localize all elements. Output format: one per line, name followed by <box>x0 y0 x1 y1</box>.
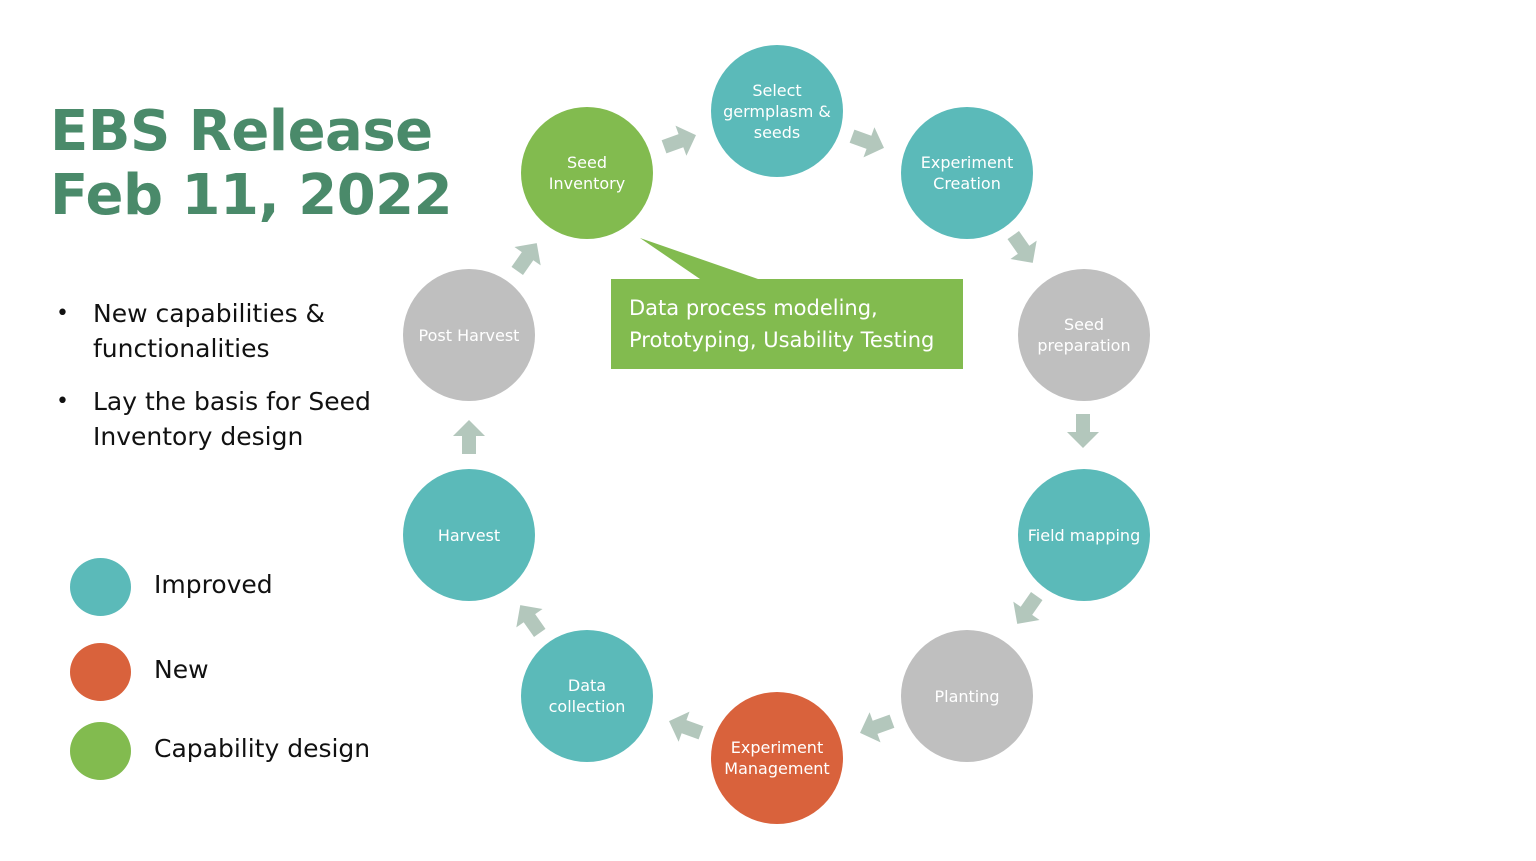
page-title: EBS Release Feb 11, 2022 <box>50 99 453 228</box>
flow-arrow-icon <box>1004 230 1042 268</box>
legend-label-capability-design: Capability design <box>154 734 371 763</box>
node-data-collection: Data collection <box>521 630 653 762</box>
legend-swatch-new <box>70 643 131 701</box>
node-field-mapping: Field mapping <box>1018 469 1150 601</box>
legend-item-capability-design: Capability design <box>70 722 390 780</box>
node-post-harvest: Post Harvest <box>403 269 535 401</box>
flow-arrow-icon <box>849 123 887 161</box>
legend-item-improved: Improved <box>70 558 390 616</box>
bullet-list: New capabilities & functionalities Lay t… <box>56 296 396 472</box>
flow-arrow-icon <box>661 122 699 160</box>
node-select-germplasm: Select germplasm & seeds <box>711 45 843 177</box>
node-seed-preparation: Seed preparation <box>1018 269 1150 401</box>
legend-swatch-improved <box>70 558 131 616</box>
node-planting: Planting <box>901 630 1033 762</box>
legend-label-improved: Improved <box>154 570 273 599</box>
legend-swatch-capability-design <box>70 722 131 780</box>
flow-arrow-icon <box>857 708 895 746</box>
flow-arrow-icon <box>508 238 546 276</box>
node-experiment-creation: Experiment Creation <box>901 107 1033 239</box>
callout-box: Data process modeling, Prototyping, Usab… <box>611 279 963 369</box>
bullet-item: Lay the basis for Seed Inventory design <box>56 384 396 454</box>
flow-arrow-icon <box>450 418 488 456</box>
bullet-item: New capabilities & functionalities <box>56 296 396 366</box>
node-harvest: Harvest <box>403 469 535 601</box>
title-line-2: Feb 11, 2022 <box>50 163 453 228</box>
legend-label-new: New <box>154 655 209 684</box>
title-line-1: EBS Release <box>50 99 433 164</box>
node-experiment-management: Experiment Management <box>711 692 843 824</box>
flow-arrow-icon <box>511 600 549 638</box>
flow-arrow-icon <box>1064 412 1102 450</box>
legend-item-new: New <box>70 643 390 701</box>
flow-arrow-icon <box>1008 591 1046 629</box>
node-seed-inventory: Seed Inventory <box>521 107 653 239</box>
flow-arrow-icon <box>666 708 704 746</box>
